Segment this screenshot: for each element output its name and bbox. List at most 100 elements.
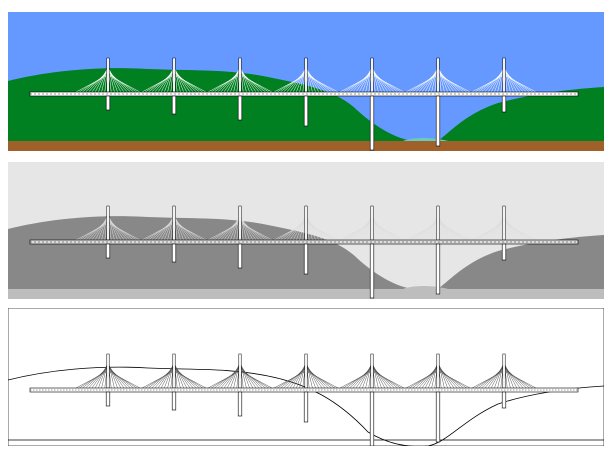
stay-cable: [173, 216, 191, 241]
stay-cable: [481, 366, 505, 389]
stay-cable: [107, 69, 128, 93]
stay-cable: [371, 364, 389, 389]
pylon-mast: [238, 57, 242, 93]
pylon-6: [405, 353, 471, 389]
stay-cable: [305, 70, 329, 93]
stay-cable: [346, 72, 373, 93]
stay-cable: [503, 69, 524, 93]
stay-cable: [437, 222, 471, 241]
stay-cable: [339, 74, 373, 93]
stay-cable: [371, 68, 389, 93]
pylon-mast: [238, 353, 242, 389]
stay-cable: [503, 72, 530, 93]
stay-cable: [371, 218, 395, 241]
stay-cable: [349, 366, 373, 389]
bridge-pier: [237, 243, 243, 269]
stay-cable: [239, 366, 263, 389]
pylon-mast: [370, 57, 374, 93]
pylon-7: [471, 57, 537, 93]
stay-cable: [82, 220, 109, 241]
stay-cable: [220, 217, 241, 241]
pylon-mast: [106, 205, 110, 241]
stay-cable: [346, 220, 373, 241]
stay-cable: [371, 366, 395, 389]
pylon-1: [75, 57, 141, 93]
stay-cable: [141, 222, 175, 241]
pylon-2: [141, 353, 207, 389]
bridge-pier: [105, 391, 111, 407]
stay-cable: [88, 69, 109, 93]
stay-cable: [214, 220, 241, 241]
stay-cable: [471, 74, 505, 93]
stay-cable: [223, 68, 241, 93]
stay-cable: [305, 69, 326, 93]
stay-cable: [107, 68, 125, 93]
stay-cable: [305, 74, 339, 93]
stay-cable: [371, 69, 392, 93]
bridge-diagram-svg: [8, 12, 604, 151]
stay-cable: [305, 218, 329, 241]
pylon-mast: [304, 205, 308, 241]
bridge-pier: [303, 243, 309, 275]
stay-cable: [371, 368, 398, 389]
bridge-pier: [369, 391, 375, 446]
stay-cable: [173, 370, 207, 389]
stay-cable: [405, 370, 439, 389]
terrain-outline: [8, 366, 604, 446]
stay-cable: [239, 216, 257, 241]
bridge-pier: [369, 243, 375, 299]
stay-cable: [217, 70, 241, 93]
pylon-mast: [106, 57, 110, 93]
stay-cable: [305, 68, 323, 93]
stay-cable: [223, 216, 241, 241]
pylon-mast: [304, 57, 308, 93]
pylon-mast: [304, 353, 308, 389]
bridge-pier: [171, 243, 177, 263]
stay-cable: [151, 366, 175, 389]
pylon-mast: [172, 57, 176, 93]
stay-cable: [173, 222, 207, 241]
stay-cable: [471, 222, 505, 241]
stay-cable: [349, 70, 373, 93]
stay-cable: [412, 220, 439, 241]
pylon-mast: [436, 57, 440, 93]
stay-cable: [371, 217, 392, 241]
stay-cable: [412, 368, 439, 389]
stay-cable: [418, 217, 439, 241]
pylon-7: [471, 353, 537, 389]
stay-cable: [437, 220, 464, 241]
bridge-pier: [501, 95, 507, 113]
stay-cable: [437, 364, 455, 389]
stay-cable: [280, 72, 307, 93]
stay-cable: [88, 217, 109, 241]
stay-cable: [371, 370, 405, 389]
pylon-2: [141, 57, 207, 93]
stay-cable: [239, 364, 257, 389]
stay-cable: [223, 364, 241, 389]
stay-cable: [148, 72, 175, 93]
stay-cable: [154, 217, 175, 241]
stay-cable: [107, 220, 134, 241]
pylon-6: [405, 205, 471, 241]
pylon-mast: [502, 205, 506, 241]
stay-cable: [107, 74, 141, 93]
stay-cable: [421, 68, 439, 93]
ground-strip: [8, 141, 604, 151]
stay-cable: [75, 222, 109, 241]
stay-cable: [107, 216, 125, 241]
stay-cable: [478, 72, 505, 93]
stay-cable: [437, 72, 464, 93]
stay-cable: [418, 69, 439, 93]
stay-cable: [503, 217, 524, 241]
pylon-mast: [502, 57, 506, 93]
bridge-pier: [171, 391, 177, 411]
stay-cable: [154, 365, 175, 389]
stay-cable: [173, 68, 191, 93]
stay-cable: [355, 216, 373, 241]
stay-cable: [173, 220, 200, 241]
stay-cable: [173, 74, 207, 93]
stay-cable: [478, 368, 505, 389]
bridge-pier: [303, 95, 309, 127]
ground-strip: [8, 289, 604, 299]
bridge-pier: [435, 95, 441, 147]
